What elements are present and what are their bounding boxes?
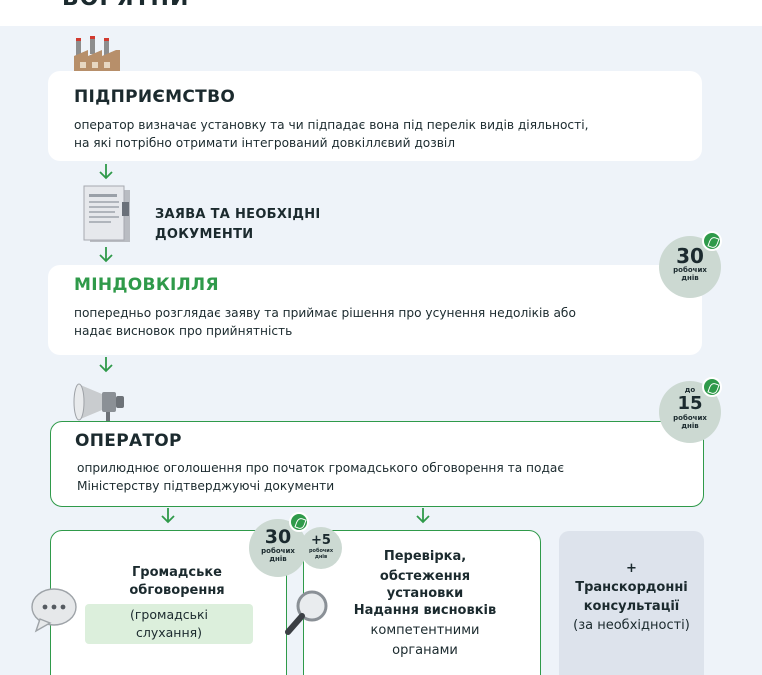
ministry-days-unit2: днів: [681, 274, 699, 282]
leaf-icon: [702, 231, 722, 251]
operator-text-line1: оприлюднює оголошення про початок громад…: [77, 461, 565, 475]
operator-days-unit2: днів: [681, 422, 699, 430]
operator-title: ОПЕРАТОР: [75, 431, 182, 451]
public-discussion-title: Громадське обговорення: [111, 564, 243, 600]
enterprise-title: ПІДПРИЄМСТВО: [74, 87, 236, 107]
inspection-line1: Перевірка,: [383, 549, 467, 564]
public-hearings-highlight: (громадські слухання): [85, 604, 253, 644]
public-extra-days-number: +5: [311, 533, 331, 548]
public-discussion-card: Громадське обговорення (громадські слуха…: [50, 530, 287, 675]
megaphone-icon: [73, 383, 124, 422]
public-extra-days-badge: +5 робочих днів: [300, 527, 342, 569]
public-extra-days-unit2: днів: [314, 554, 328, 560]
ministry-days-unit1: робочих: [673, 266, 707, 274]
operator-card: ОПЕРАТОР оприлюднює оголошення про почат…: [50, 421, 704, 507]
enterprise-text-line2: на які потрібно отримати інтегрований до…: [74, 136, 456, 150]
inspection-line3: установки: [386, 586, 464, 601]
application-label-line1: ЗАЯВА ТА НЕОБХІДНІ: [155, 207, 321, 222]
inspection-line5: компетентними: [370, 623, 480, 638]
magnifier-icon: [285, 590, 328, 635]
application-label-line2: ДОКУМЕНТИ: [155, 227, 254, 242]
operator-days-number: 15: [677, 393, 703, 414]
enterprise-text: оператор визначає установку та чи підпад…: [74, 116, 694, 152]
transboundary-card: + Транскордонні консультації (за необхід…: [559, 531, 704, 675]
chat-bubble-icon: [31, 588, 77, 633]
ministry-days-number: 30: [676, 244, 704, 268]
ministry-text-line1: попередньо розглядає заяву та приймає рі…: [74, 306, 576, 320]
inspection-line2: обстеження: [379, 569, 471, 584]
arrow-down-icon: [416, 508, 430, 524]
transboundary-line3: (за необхідності): [573, 618, 690, 633]
operator-text-line2: Міністерству підтверджуючі документи: [77, 479, 335, 493]
ministry-title: МІНДОВКІЛЛЯ: [74, 275, 219, 295]
leaf-icon: [289, 512, 309, 532]
public-days-unit1: робочих: [261, 547, 295, 555]
inspection-line4: Надання висновків: [353, 603, 497, 618]
operator-text: оприлюднює оголошення про початок громад…: [77, 459, 697, 495]
ministry-card: МІНДОВКІЛЛЯ попередньо розглядає заяву т…: [48, 265, 702, 355]
inspection-card: Перевірка, обстеження установки Надання …: [303, 530, 541, 675]
top-strip: ВОРЯТНИ: [0, 0, 762, 26]
public-title-line1: Громадське: [132, 565, 222, 580]
public-sub-line1: (громадські: [129, 607, 209, 622]
public-sub-line2: слухання): [135, 625, 203, 640]
transboundary-plus: +: [626, 561, 637, 576]
public-extra-days-unit1: робочих: [308, 548, 334, 554]
document-icon: [83, 185, 130, 242]
transboundary-text: + Транскордонні консультації (за необхід…: [559, 559, 704, 635]
arrow-down-icon: [161, 508, 175, 524]
arrow-down-icon: [99, 357, 113, 373]
public-days-number: 30: [264, 526, 292, 548]
inspection-text: Перевірка, обстеження установки Надання …: [332, 547, 518, 661]
transboundary-line2: консультації: [583, 599, 680, 614]
public-title-line2: обговорення: [129, 583, 225, 598]
page-heading-partial: ВОРЯТНИ: [62, 0, 189, 11]
application-label: ЗАЯВА ТА НЕОБХІДНІ ДОКУМЕНТИ: [155, 205, 321, 245]
operator-days-prefix: до: [684, 386, 696, 394]
factory-icon: [74, 36, 120, 76]
public-days-unit2: днів: [269, 555, 287, 563]
operator-days-unit1: робочих: [673, 414, 707, 422]
ministry-days-badge: 30 робочих днів: [659, 236, 721, 298]
ministry-text-line2: надає висновок про прийнятність: [74, 324, 293, 338]
transboundary-line1: Транскордонні: [575, 580, 688, 595]
arrow-down-icon: [99, 247, 113, 263]
arrow-down-icon: [99, 164, 113, 180]
ministry-text: попередньо розглядає заяву та приймає рі…: [74, 304, 694, 340]
inspection-line6: органами: [392, 643, 458, 658]
enterprise-text-line1: оператор визначає установку та чи підпад…: [74, 118, 589, 132]
enterprise-card: ПІДПРИЄМСТВО оператор визначає установку…: [48, 71, 702, 161]
leaf-icon: [702, 377, 722, 397]
